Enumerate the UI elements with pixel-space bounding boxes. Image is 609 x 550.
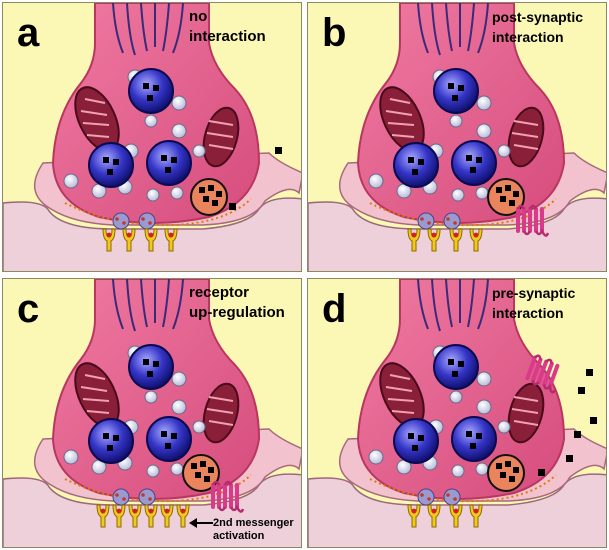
second-messenger-label: 2nd messenger activation bbox=[213, 517, 294, 542]
panel-caption: post-synaptic interaction bbox=[492, 9, 584, 45]
panel-b: b post-synaptic interaction bbox=[307, 2, 607, 272]
synapse-illustration bbox=[308, 279, 606, 547]
synapse-illustration bbox=[3, 3, 301, 271]
panel-letter: a bbox=[17, 11, 40, 55]
panel-d: d pre-synaptic interaction bbox=[307, 278, 607, 548]
panel-caption: no interaction bbox=[189, 8, 266, 45]
panel-c: c receptor up-regulation 2nd messenger a… bbox=[2, 278, 302, 548]
panel-letter: c bbox=[17, 287, 40, 331]
panel-caption: pre-synaptic interaction bbox=[492, 285, 576, 321]
arrow-icon bbox=[189, 518, 213, 528]
panel-a: a no interaction bbox=[2, 2, 302, 272]
panel-letter: d bbox=[322, 287, 347, 331]
panel-caption: receptor up-regulation bbox=[189, 284, 285, 321]
ligand-square-icon bbox=[229, 147, 282, 210]
panel-letter: b bbox=[322, 11, 347, 55]
ligand-square-icon bbox=[538, 369, 597, 476]
